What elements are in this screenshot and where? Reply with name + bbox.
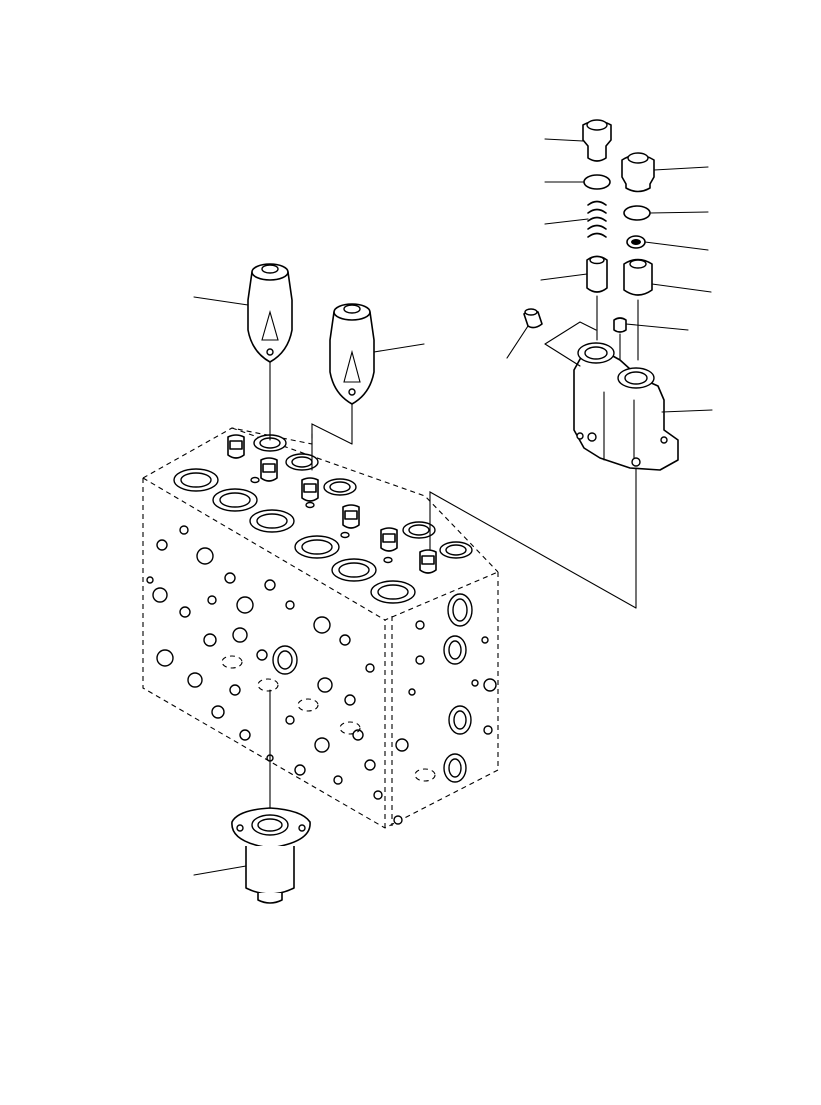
stacked-parts-right (613, 152, 655, 361)
main-valve-block (142, 427, 499, 829)
valve-body-assembly (573, 342, 679, 609)
flange-cover (231, 689, 311, 904)
loose-plug (523, 308, 543, 329)
side-face-holes (393, 593, 497, 825)
solenoid-valve-middle (329, 303, 375, 445)
solenoid-valve-left (247, 263, 293, 441)
front-face-holes (146, 525, 383, 800)
leader-lines (193, 138, 713, 876)
top-plugs (227, 434, 437, 574)
top-ports (173, 434, 473, 604)
assembly-lines (311, 321, 637, 609)
stacked-parts-left (582, 119, 612, 341)
